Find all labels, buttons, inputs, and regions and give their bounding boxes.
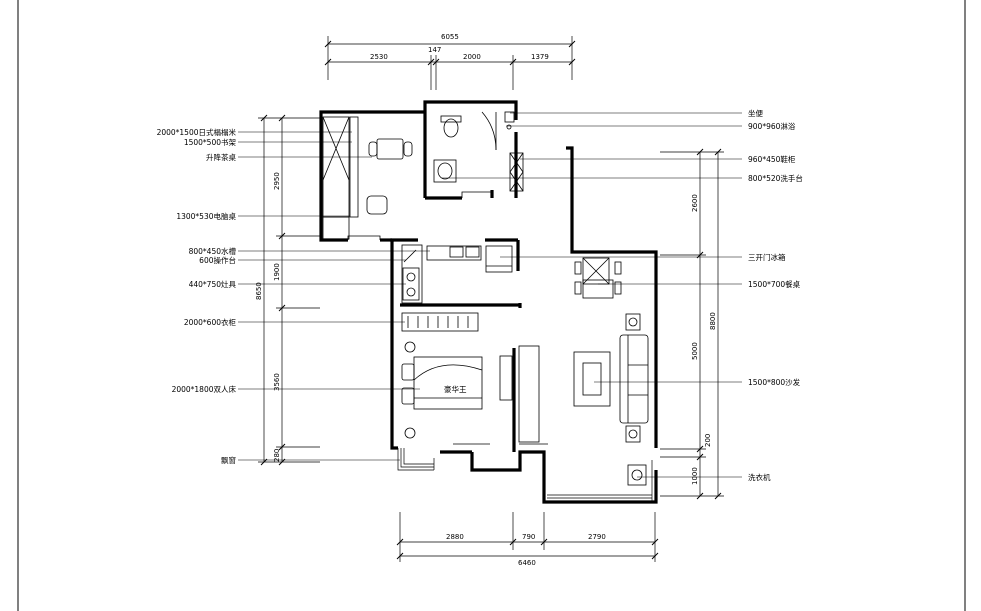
labels-left: 2000*1500日式榻榻米 1500*500书架 升降茶桌 1300*530电… [157,127,237,465]
computer-chair [366,195,388,215]
dim-bottom-seg-1: 2880 [446,533,464,541]
dim-right-total: 8800 [709,312,717,330]
washing-machine [627,464,647,486]
double-bed [413,356,483,410]
label-tatami: 2000*1500日式榻榻米 [157,127,237,137]
dim-right-seg-2: 5000 [691,342,699,360]
leaders-right [442,112,742,478]
label-shower: 900*960淋浴 [748,121,796,131]
dim-left-seg-4: 280 [273,449,281,462]
dim-left-total: 8650 [255,282,263,300]
dim-left-seg-3: 3560 [273,373,281,391]
shower [481,111,497,151]
label-dining-table: 1500*700餐桌 [748,279,801,289]
dim-left-seg-1: 2950 [273,172,281,190]
label-tea-table: 升降茶桌 [206,152,236,162]
label-refrigerator: 三开门冰箱 [748,252,786,262]
dim-right-seg-1: 2600 [691,194,699,212]
label-shoe-cabinet: 960*450鞋柜 [748,154,796,164]
label-washing-machine: 洗衣机 [748,472,771,482]
label-sink: 800*450水槽 [189,246,237,256]
dim-bottom-seg-2: 790 [522,533,535,541]
dim-right-seg-3: 200 [704,434,712,447]
dim-bottom-seg-3: 2790 [588,533,606,541]
left-dimensions: 8650 2950 1900 3560 280 [255,114,320,466]
label-computer-desk: 1300*530电脑桌 [176,211,236,221]
dim-top-total: 6055 [441,33,459,41]
bottom-dimensions: 2880 790 2790 6460 [396,512,659,567]
label-wash-basin: 800*520洗手台 [748,173,803,183]
label-stove: 440*750灶具 [189,279,237,289]
refrigerator [582,257,610,285]
tv-cabinet [499,355,513,401]
wardrobe [401,312,479,332]
tea-table [376,138,404,160]
dim-left-seg-2: 1900 [273,263,281,281]
right-dimensions: 8800 2600 5000 200 1000 [660,148,724,500]
label-sofa: 1500*800沙发 [748,377,801,387]
computer-desk [322,216,350,240]
label-counter: 600操作台 [199,255,236,265]
dining-table [582,279,614,299]
leaders-left [238,131,430,461]
label-bookshelf: 1500*500书架 [184,137,237,147]
label-toilet: 坐便 [748,108,763,118]
label-bay-window: 飘窗 [221,455,236,465]
furniture: 豪华王 [322,111,649,486]
labels-right: 坐便 900*960淋浴 960*450鞋柜 800*520洗手台 三开门冰箱 … [748,108,803,482]
refrigerator-kitchen [485,245,513,273]
dim-top-seg-2: 2000 [463,53,481,61]
top-dimensions: 6055 147 2530 2000 1379 [324,33,576,90]
sofa [619,334,649,424]
label-wardrobe: 2000*600衣柜 [184,317,237,327]
label-double-bed: 2000*1800双人床 [172,384,237,394]
dim-bottom-total: 6460 [518,559,536,567]
dim-top-seg-1: 2530 [370,53,388,61]
toilet [440,115,462,123]
dim-top-seg-3: 1379 [531,53,549,61]
coffee-table [573,351,611,407]
sink [426,245,482,261]
walls [319,100,658,504]
dim-top-147: 147 [428,46,441,54]
bed-tag: 豪华王 [444,384,467,394]
dim-right-seg-4: 1000 [691,467,699,485]
kitchen-counter [401,244,423,304]
wash-basin [433,159,457,183]
